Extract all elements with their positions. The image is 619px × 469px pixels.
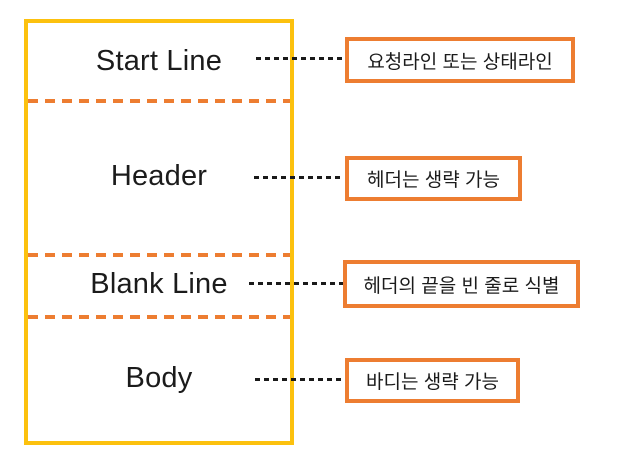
section-label-blank-line: Blank Line [90,267,228,300]
annotation-body: 바디는 생략 가능 [345,358,520,403]
connector-blank-line [249,282,344,285]
connector-header [254,176,344,179]
section-label-start-line: Start Line [95,44,223,77]
annotation-blank-line: 헤더의 끝을 빈 줄로 식별 [343,260,580,308]
dashed-divider-after-blank-line [28,315,290,319]
annotation-start-line: 요청라인 또는 상태라인 [345,37,575,83]
section-label-body: Body [125,361,193,394]
http-message-box [24,19,294,445]
annotation-header: 헤더는 생략 가능 [345,156,522,201]
dashed-divider-after-start-line [28,99,290,103]
connector-body [255,378,344,381]
dashed-divider-after-header [28,253,290,257]
section-label-header: Header [110,159,208,192]
connector-start-line [256,57,344,60]
